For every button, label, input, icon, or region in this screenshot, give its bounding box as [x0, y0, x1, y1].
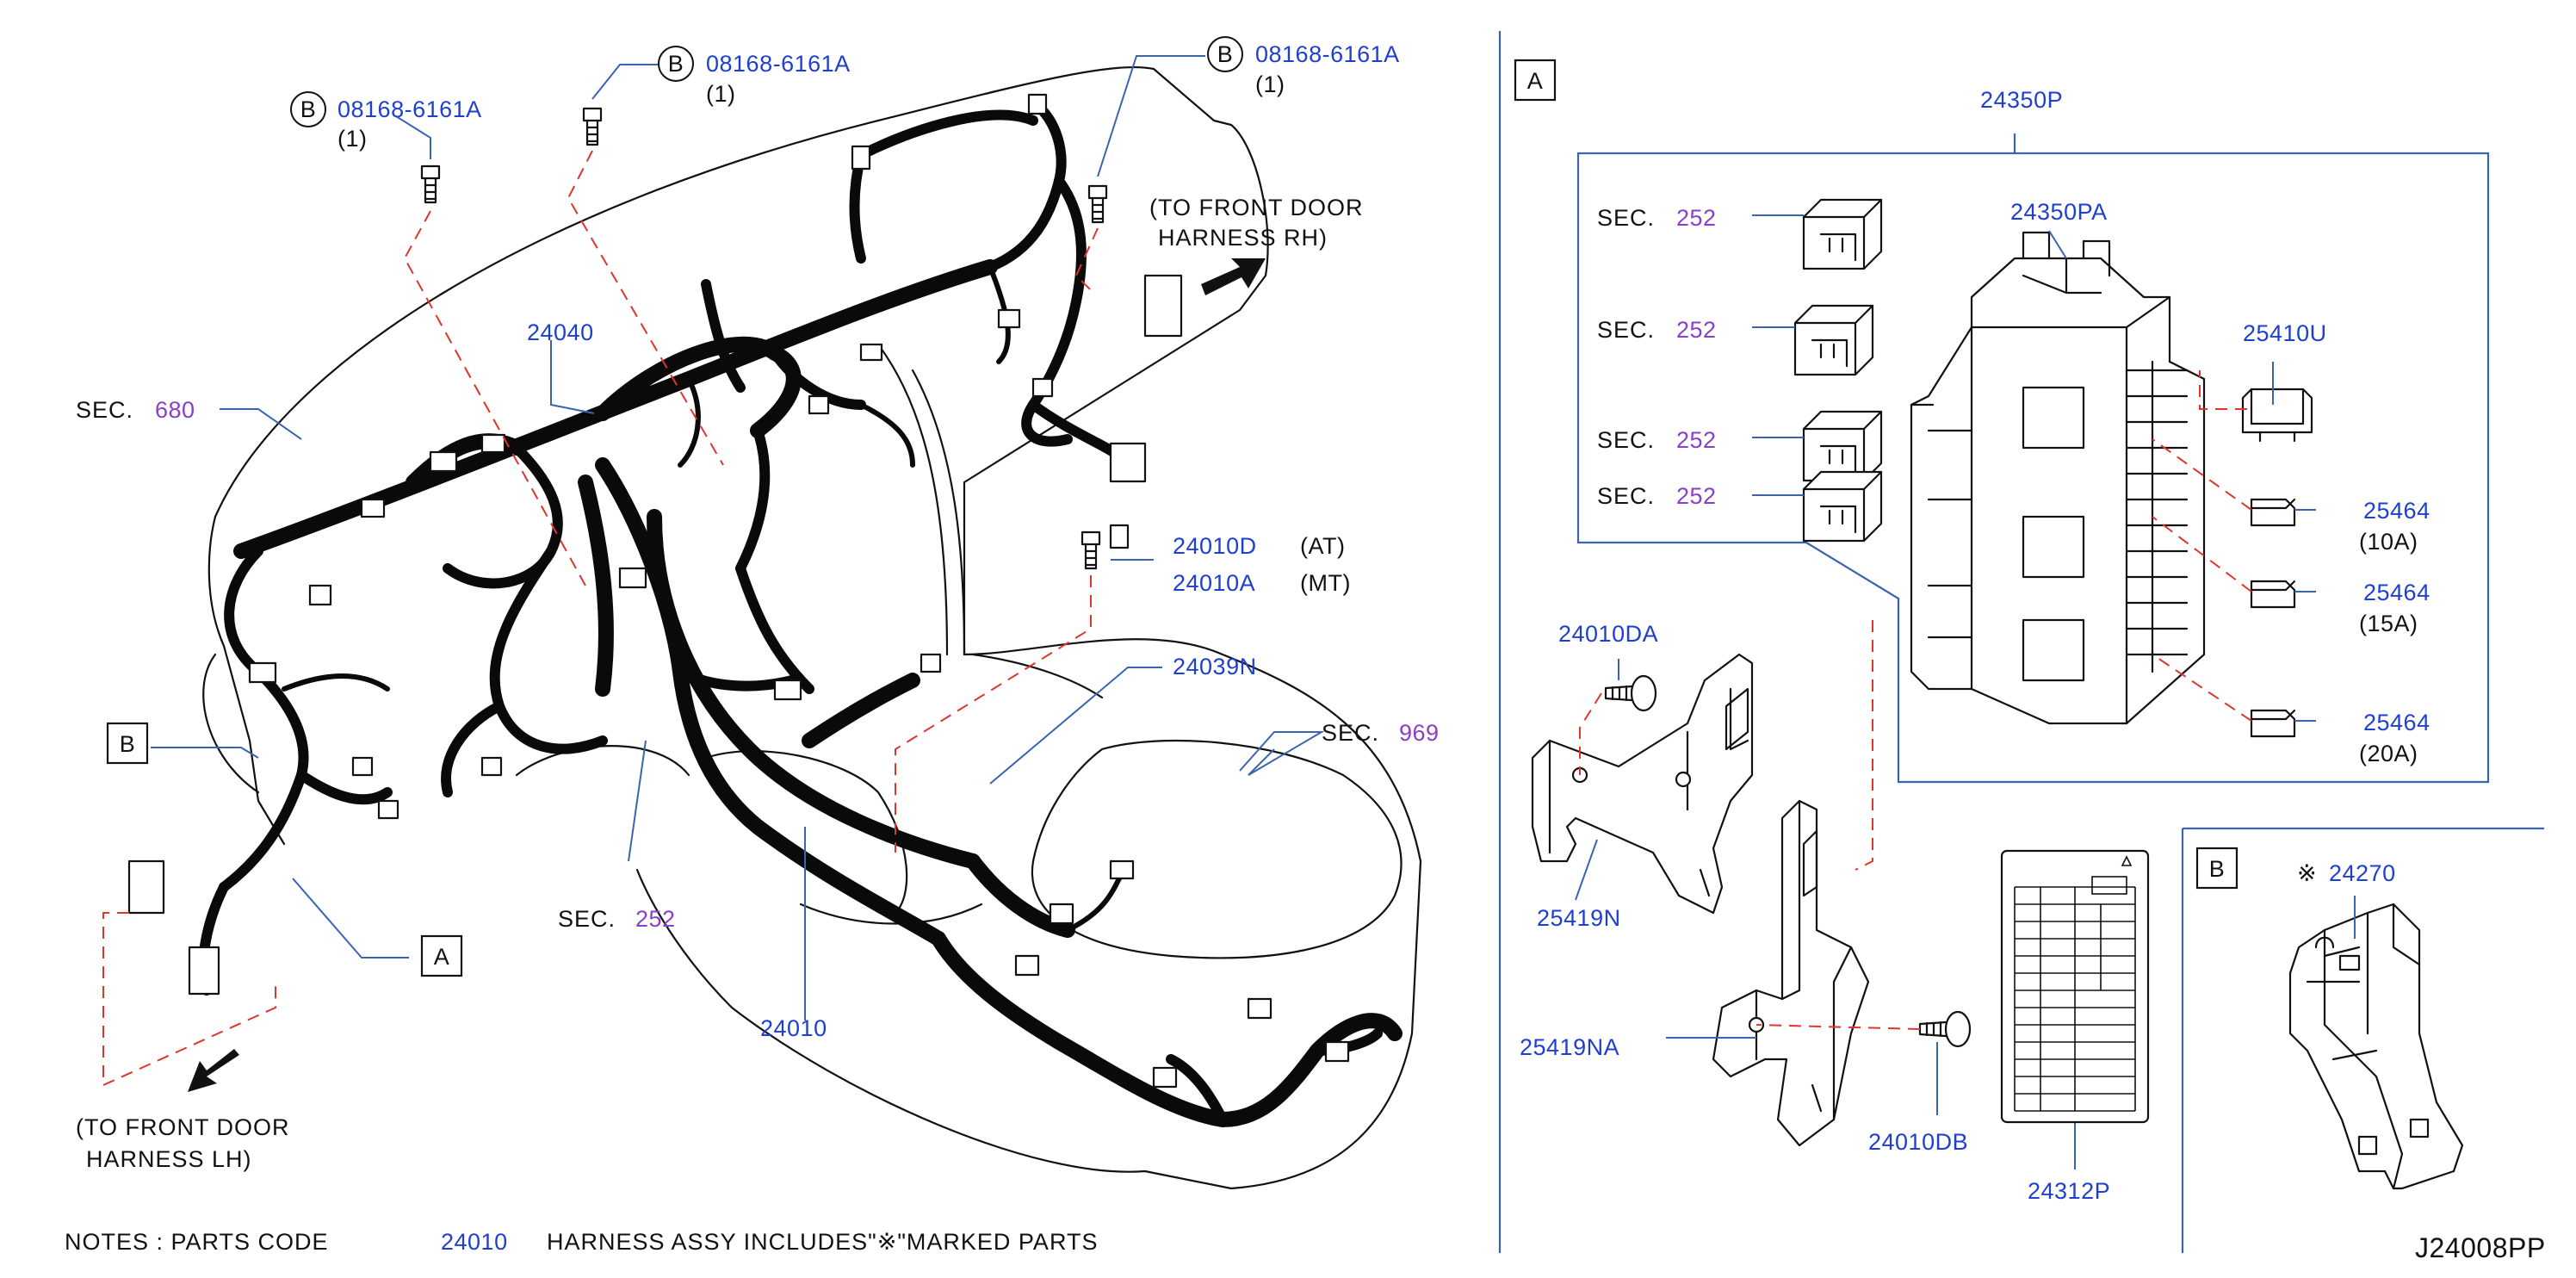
- sec-ref: 969: [1399, 720, 1440, 746]
- bracket: [1712, 799, 1870, 1147]
- view-marker-b: B: [106, 722, 149, 765]
- fuse-part: 25464: [2363, 498, 2430, 524]
- bolt-callout-1: B 08168-6161A (1): [290, 91, 482, 152]
- arrow-icon: [188, 258, 1266, 1092]
- sec-ref: 252: [1676, 317, 1717, 343]
- main-wire-harness: [198, 98, 1403, 1127]
- fuse-rating: (10A): [2359, 529, 2418, 555]
- part-number: 25419N: [1537, 905, 1621, 931]
- bolt-marker: B: [668, 51, 684, 77]
- fuse-rating: (15A): [2359, 611, 2418, 636]
- fuse-block: [1910, 231, 2206, 725]
- dashed-leader-lines: [1579, 692, 1921, 1030]
- fuse-box-frame: [1576, 152, 2490, 784]
- sec-ref: 252: [1676, 427, 1717, 453]
- fuse-rating: (20A): [2359, 741, 2418, 766]
- part-number: 08168-6161A: [1255, 41, 1400, 67]
- sec-label: SEC.: [1597, 427, 1655, 453]
- detail-b-label: B: [2209, 856, 2226, 882]
- dashed-leader-lines: [1855, 370, 2252, 871]
- notes-line: NOTES : PARTS CODE 24010 HARNESS ASSY IN…: [65, 1229, 1098, 1255]
- sec-label: SEC.: [558, 906, 616, 932]
- part-number: 24010D: [1173, 533, 1257, 559]
- sec-label: SEC.: [1597, 317, 1655, 343]
- screw-icon: [1604, 674, 1972, 1048]
- section-divider: [2181, 827, 2544, 1253]
- notes-suffix: HARNESS ASSY INCLUDES"※"MARKED PARTS: [547, 1229, 1098, 1255]
- fuse-label-card: [2000, 849, 2150, 1124]
- instrument-panel-outline: [202, 66, 1422, 1190]
- diagram-id: J24008PP: [2415, 1232, 2546, 1263]
- sec-ref: 252: [1676, 483, 1717, 509]
- quantity: (1): [337, 126, 368, 152]
- fuse-icon: [2241, 388, 2313, 738]
- fuse-part: 25464: [2363, 580, 2430, 605]
- part-number: 24040: [527, 320, 594, 345]
- part-number: 24350PA: [2010, 199, 2108, 225]
- svg-text:A: A: [434, 944, 450, 970]
- part-number: 25410U: [2243, 320, 2327, 346]
- bolt-icon: [420, 107, 1108, 570]
- leader-lines: [1752, 214, 1804, 496]
- part-number: 24010DB: [1868, 1129, 1968, 1155]
- dashed-leader-lines: [102, 150, 1099, 1087]
- bolt-marker: B: [300, 96, 317, 122]
- detail-b-marker: [2195, 847, 2239, 890]
- fuse-part: 25464: [2363, 710, 2430, 735]
- part-number: 24039N: [1173, 654, 1257, 679]
- part-number: 08168-6161A: [337, 96, 482, 122]
- sec-label: SEC.: [1322, 720, 1379, 746]
- notes-prefix: NOTES : PARTS CODE: [65, 1229, 329, 1255]
- part-number: 24010DA: [1558, 621, 1658, 647]
- quantity: (1): [1255, 71, 1285, 97]
- part-note: (MT): [1300, 570, 1351, 596]
- part-number: 24010A: [1173, 570, 1255, 596]
- leader-lines: [2272, 362, 2316, 722]
- svg-text:B: B: [120, 731, 136, 757]
- sec-ref: 680: [155, 397, 195, 423]
- part-number: 08168-6161A: [706, 51, 851, 77]
- sec-label: SEC.: [1597, 483, 1655, 509]
- leader-lines: [1575, 659, 2076, 1169]
- callout-text: (TO FRONT DOOR: [1149, 195, 1364, 220]
- part-number: 25419NA: [1520, 1034, 1619, 1060]
- bolt-marker: B: [1217, 41, 1234, 67]
- sec-ref: 252: [1676, 205, 1717, 231]
- quantity: (1): [706, 81, 736, 107]
- bracket: [1531, 653, 1754, 915]
- leader-lines: [151, 55, 1325, 1021]
- detail-b: [2195, 847, 2464, 1190]
- detail-a: [1514, 59, 2490, 1169]
- sec-ref: 252: [635, 906, 676, 932]
- callout-text: HARNESS RH): [1158, 225, 1328, 251]
- detail-a-marker: [1514, 59, 1557, 102]
- part-number: 24270: [2329, 860, 2396, 886]
- bolt-callout-3: B 08168-6161A (1): [1207, 36, 1400, 97]
- notes-code: 24010: [441, 1229, 508, 1255]
- part-note: (AT): [1300, 533, 1345, 559]
- relay-icon: [1793, 198, 1883, 543]
- bracket: [2288, 903, 2464, 1190]
- harness-connectors: [127, 93, 1350, 1089]
- detail-a-label: A: [1527, 68, 1544, 94]
- bolt-callout-2: B 08168-6161A (1): [658, 46, 851, 107]
- callout-text: HARNESS LH): [86, 1146, 252, 1172]
- view-marker-a: A: [420, 934, 463, 977]
- sec-label: SEC.: [76, 397, 133, 423]
- part-number: 24350P: [1980, 87, 2063, 113]
- part-number: 24010: [760, 1015, 827, 1041]
- callout-text: (TO FRONT DOOR: [76, 1114, 290, 1140]
- included-mark: ※: [2297, 860, 2317, 886]
- sec-label: SEC.: [1597, 205, 1655, 231]
- part-number: 24312P: [2028, 1178, 2110, 1204]
